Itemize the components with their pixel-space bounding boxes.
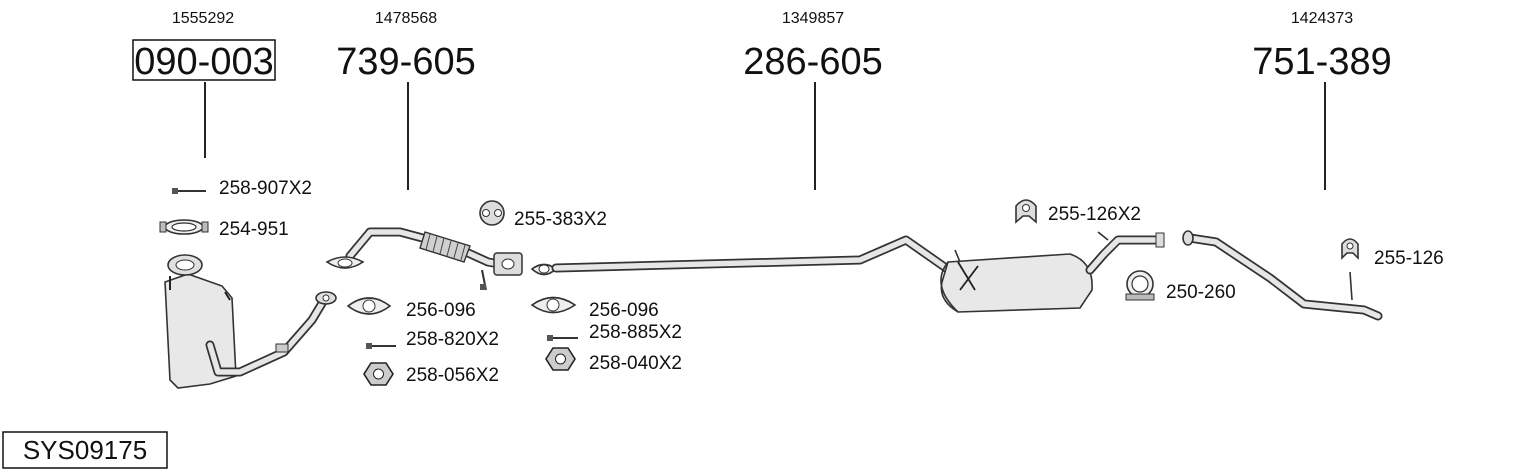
accessory-label-11[interactable]: 250-260 [1166, 282, 1236, 303]
accessory-label-7[interactable]: 256-096 [589, 300, 659, 321]
bolt-icon [366, 343, 396, 349]
middle-silencer-part [530, 231, 1165, 313]
front-pipe-part [325, 227, 523, 291]
rubber-hanger-icon [1341, 238, 1359, 260]
bolt-icon [172, 188, 206, 194]
nut-icon [363, 362, 394, 386]
accessory-label-6[interactable]: 258-056X2 [406, 365, 499, 386]
rubber-hanger-icon [479, 200, 505, 226]
clamp-icon [159, 219, 209, 235]
accessory-label-5[interactable]: 258-820X2 [406, 329, 499, 350]
clamp-icon [1125, 270, 1155, 301]
part-number-3[interactable]: 286-605 [743, 41, 882, 83]
accessory-label-1[interactable]: 258-907X2 [219, 178, 312, 199]
accessory-label-8[interactable]: 258-885X2 [589, 322, 682, 343]
accessory-label-2[interactable]: 254-951 [219, 219, 289, 240]
system-id: SYS09175 [23, 435, 147, 465]
part-number-2[interactable]: 739-605 [336, 41, 475, 83]
gasket-icon [346, 297, 392, 315]
oem-number-1: 1555292 [172, 10, 234, 27]
highlight-box [132, 39, 276, 81]
system-id-box [2, 431, 168, 469]
oem-number-2: 1478568 [375, 10, 437, 27]
accessory-label-12[interactable]: 255-126 [1374, 248, 1444, 269]
particulate-filter-part [164, 254, 337, 389]
accessory-label-3[interactable]: 255-383X2 [514, 209, 607, 230]
bolt-icon [547, 335, 578, 341]
oem-number-3: 1349857 [782, 10, 844, 27]
accessory-label-4[interactable]: 256-096 [406, 300, 476, 321]
nut-icon [545, 347, 576, 371]
rubber-hanger-icon [1015, 199, 1037, 224]
tail-pipe-part [1182, 230, 1383, 321]
part-number-4[interactable]: 751-389 [1252, 41, 1391, 83]
part-number-1[interactable]: 090-003 [134, 41, 273, 83]
gasket-icon [530, 296, 577, 314]
accessory-label-10[interactable]: 255-126X2 [1048, 204, 1141, 225]
oem-number-4: 1424373 [1291, 10, 1353, 27]
accessory-label-9[interactable]: 258-040X2 [589, 353, 682, 374]
